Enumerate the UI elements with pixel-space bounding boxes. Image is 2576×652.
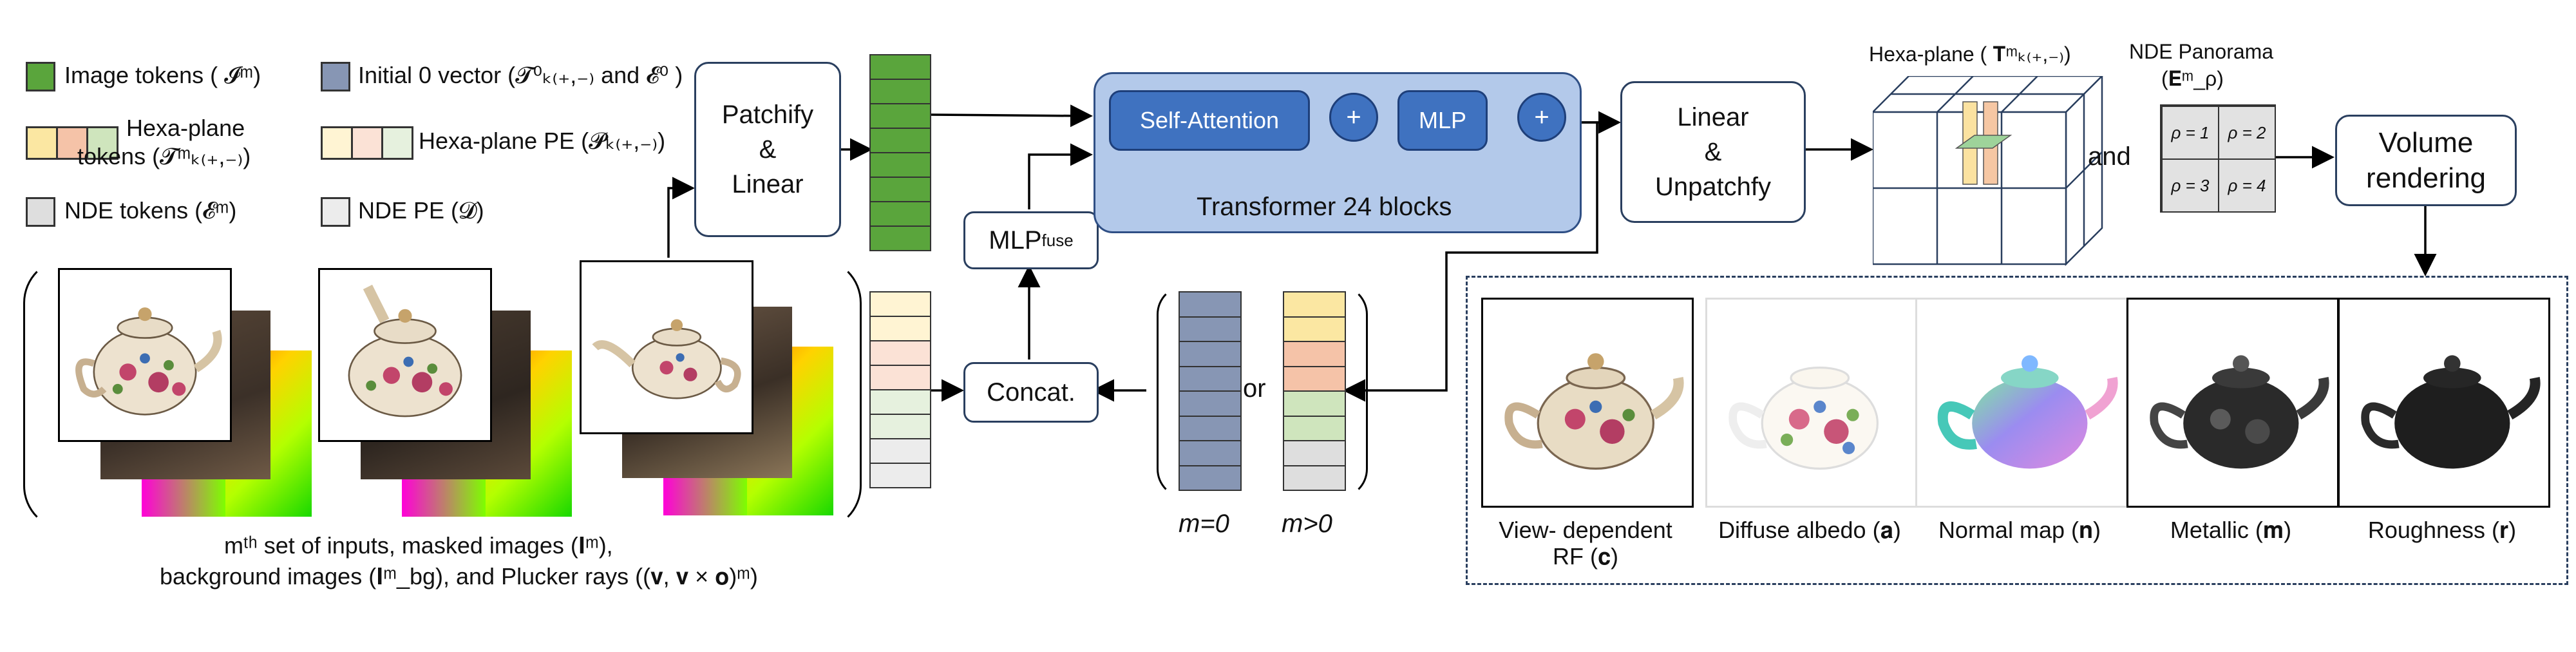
legend-image-tokens: Image tokens ( 𝓘ᵐ) <box>64 62 261 88</box>
plus-icon: + <box>1534 102 1549 131</box>
self-attention-label: Self-Attention <box>1139 107 1280 133</box>
legend-hexa-pe: Hexa-plane PE (𝓟ₖ₍₊,₋₎) <box>419 128 666 154</box>
image-token-column <box>869 54 931 251</box>
output-label-rf: View- dependent RF (𝐜) <box>1499 517 1672 570</box>
output-label-normal: Normal map (𝐧) <box>1938 517 2101 543</box>
masked-image <box>318 268 492 442</box>
and-label: and <box>2088 142 2131 171</box>
panorama-cell-4: ρ = 4 <box>2218 158 2276 213</box>
teapot-albedo-icon <box>1728 367 1879 470</box>
concat-box: Concat. <box>963 362 1099 423</box>
patchify-linear-box: Patchify & Linear <box>694 62 841 237</box>
nde-panorama-grid: ρ = 1 ρ = 2 ρ = 3 ρ = 4 <box>2160 104 2276 213</box>
concat-label: Concat. <box>987 378 1075 407</box>
panorama-cell-3: ρ = 3 <box>2161 158 2219 213</box>
output-metallic-image <box>2126 298 2339 508</box>
transformer-label: Transformer 24 blocks <box>1197 193 1452 221</box>
teapot-icon <box>592 319 741 399</box>
hexa-plane-cube <box>1873 76 2103 267</box>
linear-unpatchfy-label: Linear & Unpatchfy <box>1654 103 1772 201</box>
inputs-caption-line1: mᵗʰ set of inputs, masked images (𝐈ᵐ), <box>224 532 613 559</box>
output-label-roughness: Roughness (𝐫) <box>2367 517 2517 543</box>
residual-add-2: + <box>1517 93 1566 142</box>
inputs-bracket <box>23 258 862 531</box>
mlp-label: MLP <box>1418 107 1467 133</box>
volume-rendering-box: Volume rendering <box>2335 115 2517 206</box>
output-roughness-image <box>2338 298 2550 508</box>
self-attention-box: Self-Attention <box>1109 90 1310 151</box>
output-rf-image <box>1481 298 1694 508</box>
masked-image <box>580 260 753 434</box>
teapot-icon <box>75 307 222 416</box>
legend-hexa-tokens-line1: Hexa-plane <box>126 115 245 141</box>
mlp-fuse-label: MLP <box>989 225 1042 254</box>
legend-hexa-pe-swatch <box>321 126 413 160</box>
output-label-albedo: Diffuse albedo (𝐚) <box>1718 517 1901 543</box>
residual-add-1: + <box>1329 93 1378 142</box>
plus-icon: + <box>1346 102 1361 131</box>
linear-unpatchfy-box: Linear & Unpatchfy <box>1620 81 1806 223</box>
legend-nde-tokens: NDE tokens (𝓔ᵐ) <box>64 197 237 224</box>
output-label-metallic: Metallic (𝐦) <box>2170 517 2292 543</box>
legend-nde-token-swatch <box>26 197 55 227</box>
masked-image <box>58 268 232 442</box>
m-equals-zero-label: m=0 <box>1179 510 1229 538</box>
legend-hexa-token-swatch <box>26 126 118 160</box>
token-choice-bracket <box>1157 285 1368 499</box>
hexa-plane-title: Hexa-plane ( 𝐓ᵐₖ₍₊,₋₎) <box>1869 43 2071 66</box>
teapot-metallic-icon <box>2150 355 2329 469</box>
mlp-box: MLP <box>1397 90 1488 151</box>
m-greater-zero-label: m>0 <box>1282 510 1332 538</box>
nde-panorama-title: NDE Panorama <box>2129 40 2274 63</box>
teapot-normal-icon <box>1937 355 2118 469</box>
positional-embedding-column <box>869 291 931 488</box>
panorama-cell-1: ρ = 1 <box>2161 106 2219 160</box>
legend-hexa-tokens-line2: tokens (𝓣ᵐₖ₍₊,₋₎) <box>77 143 251 169</box>
legend-nde-pe-swatch <box>321 197 350 227</box>
volume-rendering-label: Volume rendering <box>2366 127 2486 194</box>
legend-initial-vector-swatch <box>321 62 350 91</box>
inputs-caption-line2: background images (𝐈ᵐ_bg), and Plucker r… <box>160 563 758 590</box>
initial-zero-token-column <box>1179 291 1242 491</box>
outputs-panel <box>1466 276 2568 585</box>
legend-image-token-swatch <box>26 62 55 91</box>
mlp-fuse-subscript: fuse <box>1041 230 1074 250</box>
output-normal-image <box>1915 298 2128 508</box>
output-albedo-image <box>1705 298 1918 508</box>
teapot-photo-icon <box>1504 353 1684 470</box>
patchify-linear-label: Patchify & Linear <box>721 101 814 198</box>
panorama-cell-2: ρ = 2 <box>2218 106 2276 160</box>
teapot-roughness-icon <box>2361 355 2541 469</box>
previous-token-column <box>1283 291 1346 491</box>
teapot-icon <box>348 284 462 417</box>
legend-initial-vector: Initial 0 vector (𝓣⁰ₖ₍₊,₋₎ and 𝓔⁰ ) <box>358 62 683 88</box>
legend-nde-pe: NDE PE (𝓓) <box>358 197 484 224</box>
nde-panorama-subtitle: (𝐄ᵐ_ρ) <box>2161 67 2224 90</box>
or-label: or <box>1243 374 1266 403</box>
